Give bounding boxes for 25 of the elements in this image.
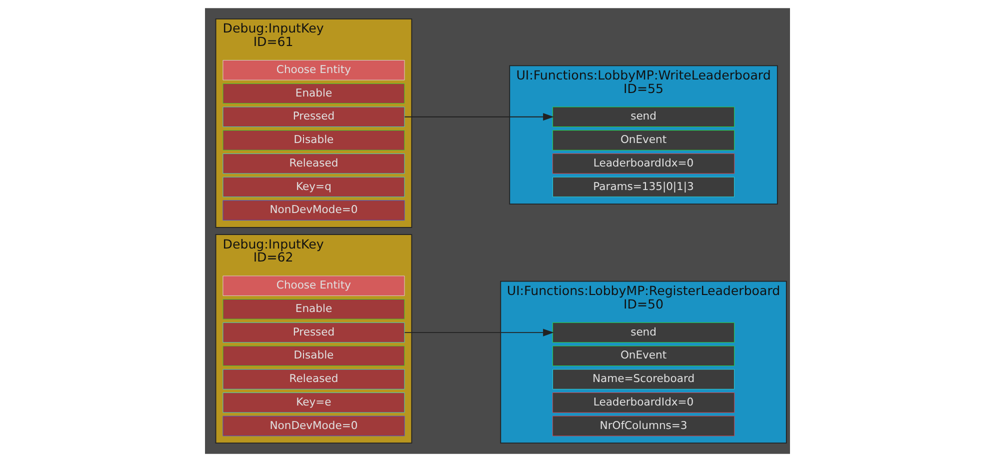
node-box: Key=e	[222, 392, 405, 413]
node-box: Released	[222, 369, 405, 390]
node-box: Disable	[222, 130, 405, 150]
node-box: Name=Scoreboard	[552, 369, 734, 390]
node-box: Choose Entity	[222, 276, 405, 296]
node-box: send	[552, 106, 734, 127]
node-box: send	[552, 322, 734, 343]
node-box: NonDevMode=0	[222, 200, 405, 220]
node-box: Pressed	[222, 106, 405, 127]
node-box: Enable	[222, 83, 405, 104]
node-box: OnEvent	[552, 130, 734, 150]
node-box: OnEvent	[552, 346, 734, 366]
node-box: Disable	[222, 346, 405, 366]
node-box: Params=135|0|1|3	[552, 176, 734, 198]
node-box: NonDevMode=0	[222, 416, 405, 436]
node-box: Enable	[222, 299, 405, 320]
node-box: LeaderboardIdx=0	[552, 392, 734, 413]
arrow	[404, 113, 554, 121]
arrow	[404, 328, 554, 336]
node-box: Key=q	[222, 176, 405, 198]
node-box: Choose Entity	[222, 60, 405, 80]
node-box: Pressed	[222, 322, 405, 343]
node-box: Released	[222, 154, 405, 174]
node-box: LeaderboardIdx=0	[552, 154, 734, 174]
node-box: NrOfColumns=3	[552, 416, 734, 436]
